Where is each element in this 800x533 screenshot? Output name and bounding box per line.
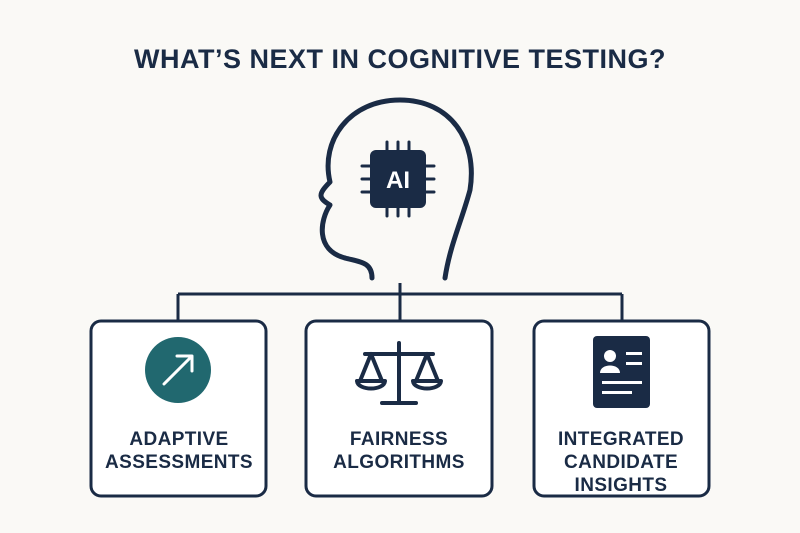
card-fairness-algorithms: [304, 319, 494, 498]
trend-arrow-icon: [145, 337, 211, 403]
card-integrated-insights: [532, 319, 711, 498]
id-card-icon: [593, 336, 650, 408]
card-adaptive-assessments: [89, 319, 268, 498]
diagram-title: WHAT’S NEXT IN COGNITIVE TESTING?: [133, 44, 666, 74]
head-neck-line: [342, 255, 375, 281]
balance-scale-icon: [355, 341, 443, 405]
head-silhouette-icon: [318, 97, 474, 281]
connector-lines: [176, 283, 624, 321]
ai-chip-label: AI: [386, 167, 410, 194]
ai-chip-icon: [360, 140, 436, 218]
card-label-adaptive-assessments: ADAPTIVE ASSESSMENTS: [105, 429, 253, 473]
card-label-integrated-insights: INTEGRATED CANDIDATE INSIGHTS: [557, 429, 685, 496]
card-label-fairness-algorithms: FAIRNESS ALGORITHMS: [333, 429, 465, 473]
